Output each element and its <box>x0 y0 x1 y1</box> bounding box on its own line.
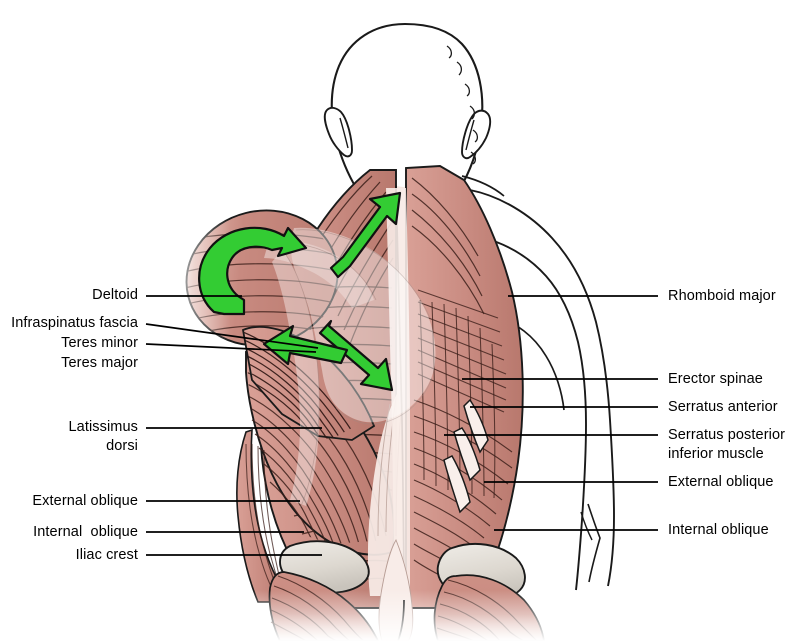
leader-lines-group <box>145 295 658 556</box>
arm-outer-edge <box>469 189 615 587</box>
label-erector-spinae: Erector spinae <box>668 371 763 387</box>
label-external-oblique-left: External oblique <box>32 493 138 509</box>
serratus-slip-3 <box>443 455 471 514</box>
right-ear-detail <box>465 119 475 151</box>
arrow-shoulder-rotation <box>198 226 308 316</box>
label-external-oblique-right: External oblique <box>668 474 774 490</box>
scapula-blade <box>291 227 436 423</box>
serratus-anterior-slips <box>443 398 489 514</box>
arm-crease-detail <box>580 511 593 541</box>
label-teres-major: Teres major <box>61 355 138 371</box>
bottom-fade <box>230 590 590 641</box>
label-rhomboid-major: Rhomboid major <box>668 288 776 304</box>
label-teres-minor: Teres minor <box>61 335 138 351</box>
leader-infraspinatus-fascia <box>145 323 319 349</box>
right-back-muscles <box>367 165 524 609</box>
label-internal-oblique-right: Internal oblique <box>668 522 769 538</box>
label-serratus-anterior: Serratus anterior <box>668 399 778 415</box>
spine-midline-group <box>386 185 410 607</box>
label-latissimus-dorsi: Latissimus dorsi <box>68 419 138 454</box>
right-fiber-group <box>411 177 513 587</box>
leader-teres-minor <box>145 343 317 353</box>
label-serratus-posterior-inferior: Serratus posterior inferior muscle <box>668 427 786 462</box>
arrow-retraction <box>262 324 349 366</box>
arm-elbow-crease <box>587 503 601 583</box>
left-ear <box>323 106 353 158</box>
left-ear-detail <box>339 117 349 149</box>
serratus-slip-2 <box>453 427 481 482</box>
label-iliac-crest: Iliac crest <box>75 547 138 563</box>
hair-edge-detail <box>446 45 479 165</box>
movement-arrows-group <box>198 191 402 392</box>
scapular-spine <box>264 241 374 308</box>
shoulder-top-edge <box>461 175 505 197</box>
label-infraspinatus-fascia: Infraspinatus fascia <box>11 315 138 331</box>
spine-band <box>386 188 410 606</box>
arm-inner-edge <box>483 237 587 591</box>
arrow-elevation <box>329 191 402 279</box>
right-trapezius-fibers <box>411 177 485 315</box>
label-internal-oblique-left: Internal oblique <box>33 524 138 540</box>
serratus-slip-1 <box>463 398 489 454</box>
right-ear <box>461 109 492 160</box>
label-deltoid: Deltoid <box>92 287 138 303</box>
scapula-medial-border <box>272 250 320 506</box>
